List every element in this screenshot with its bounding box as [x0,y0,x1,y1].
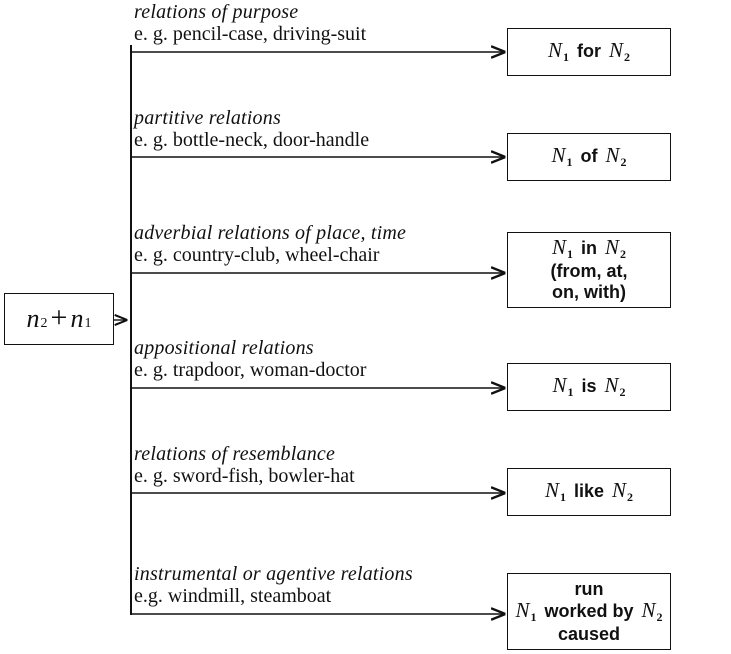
result-line: caused [557,623,621,644]
relation-example-purpose: e. g. pencil-case, driving-suit [134,23,367,45]
relation-label-purpose: relations of purpose [134,1,299,23]
formula-word: in [581,238,597,258]
formula-var: N [544,478,559,502]
relation-example-resemblance: e. g. sword-fish, bowler-hat [134,465,355,487]
formula-var: N [641,597,656,622]
result-line: run [574,578,604,599]
relation-label-instrumental: instrumental or agentive relations [134,563,413,585]
formula-var: N [605,235,620,259]
relation-label-resemblance: relations of resemblance [134,443,336,465]
formula-word: is [581,376,597,396]
formula-var: N [604,373,619,397]
formula-var: N [552,373,567,397]
formula-sub: 1 [559,490,566,504]
formula-word: for [577,41,601,61]
formula-sub: 1 [566,155,573,169]
formula-sub: 1 [563,50,569,64]
formula-sub: 2 [624,50,631,64]
relation-example-partitive: e. g. bottle-neck, door-handle [134,129,370,151]
relation-label-partitive: partitive relations [134,107,281,129]
formula-sub: 2 [627,490,634,504]
formula-word: worked by [544,600,634,621]
source-right-var: n [70,304,84,333]
relation-example-adverbial: e. g. country-club, wheel-chair [134,244,380,266]
result-line: on, with) [552,282,626,302]
formula-var: N [515,597,530,622]
formula-sub: 2 [620,247,627,261]
formula-var: N [551,235,566,259]
formula-word: like [573,481,605,501]
formula-sub: 2 [620,155,627,169]
formula-var: N [612,478,627,502]
relation-example-instrumental: e.g. windmill, steamboat [134,585,332,607]
source-right-sub: 1 [84,316,92,331]
formula-sub: 1 [530,609,537,624]
formula-var: N [609,38,624,62]
formula-sub: 2 [619,385,626,399]
result-line: (from, at, [550,261,628,281]
relation-label-adverbial: adverbial relations of place, time [134,222,407,244]
source-left-var: n [26,304,40,333]
formula-var: N [551,143,566,167]
formula-var: N [605,143,620,167]
formula-var: N [547,38,562,62]
formula-sub: 1 [567,247,573,261]
formula-sub: 2 [656,609,663,624]
formula-sub: 1 [567,385,574,399]
relation-label-appositional: appositional relations [134,337,314,359]
relation-example-appositional: e. g. trapdoor, woman-doctor [134,359,367,381]
source-left-sub: 2 [40,316,48,331]
source-operator: + [50,301,68,334]
formula-word: of [580,146,598,166]
